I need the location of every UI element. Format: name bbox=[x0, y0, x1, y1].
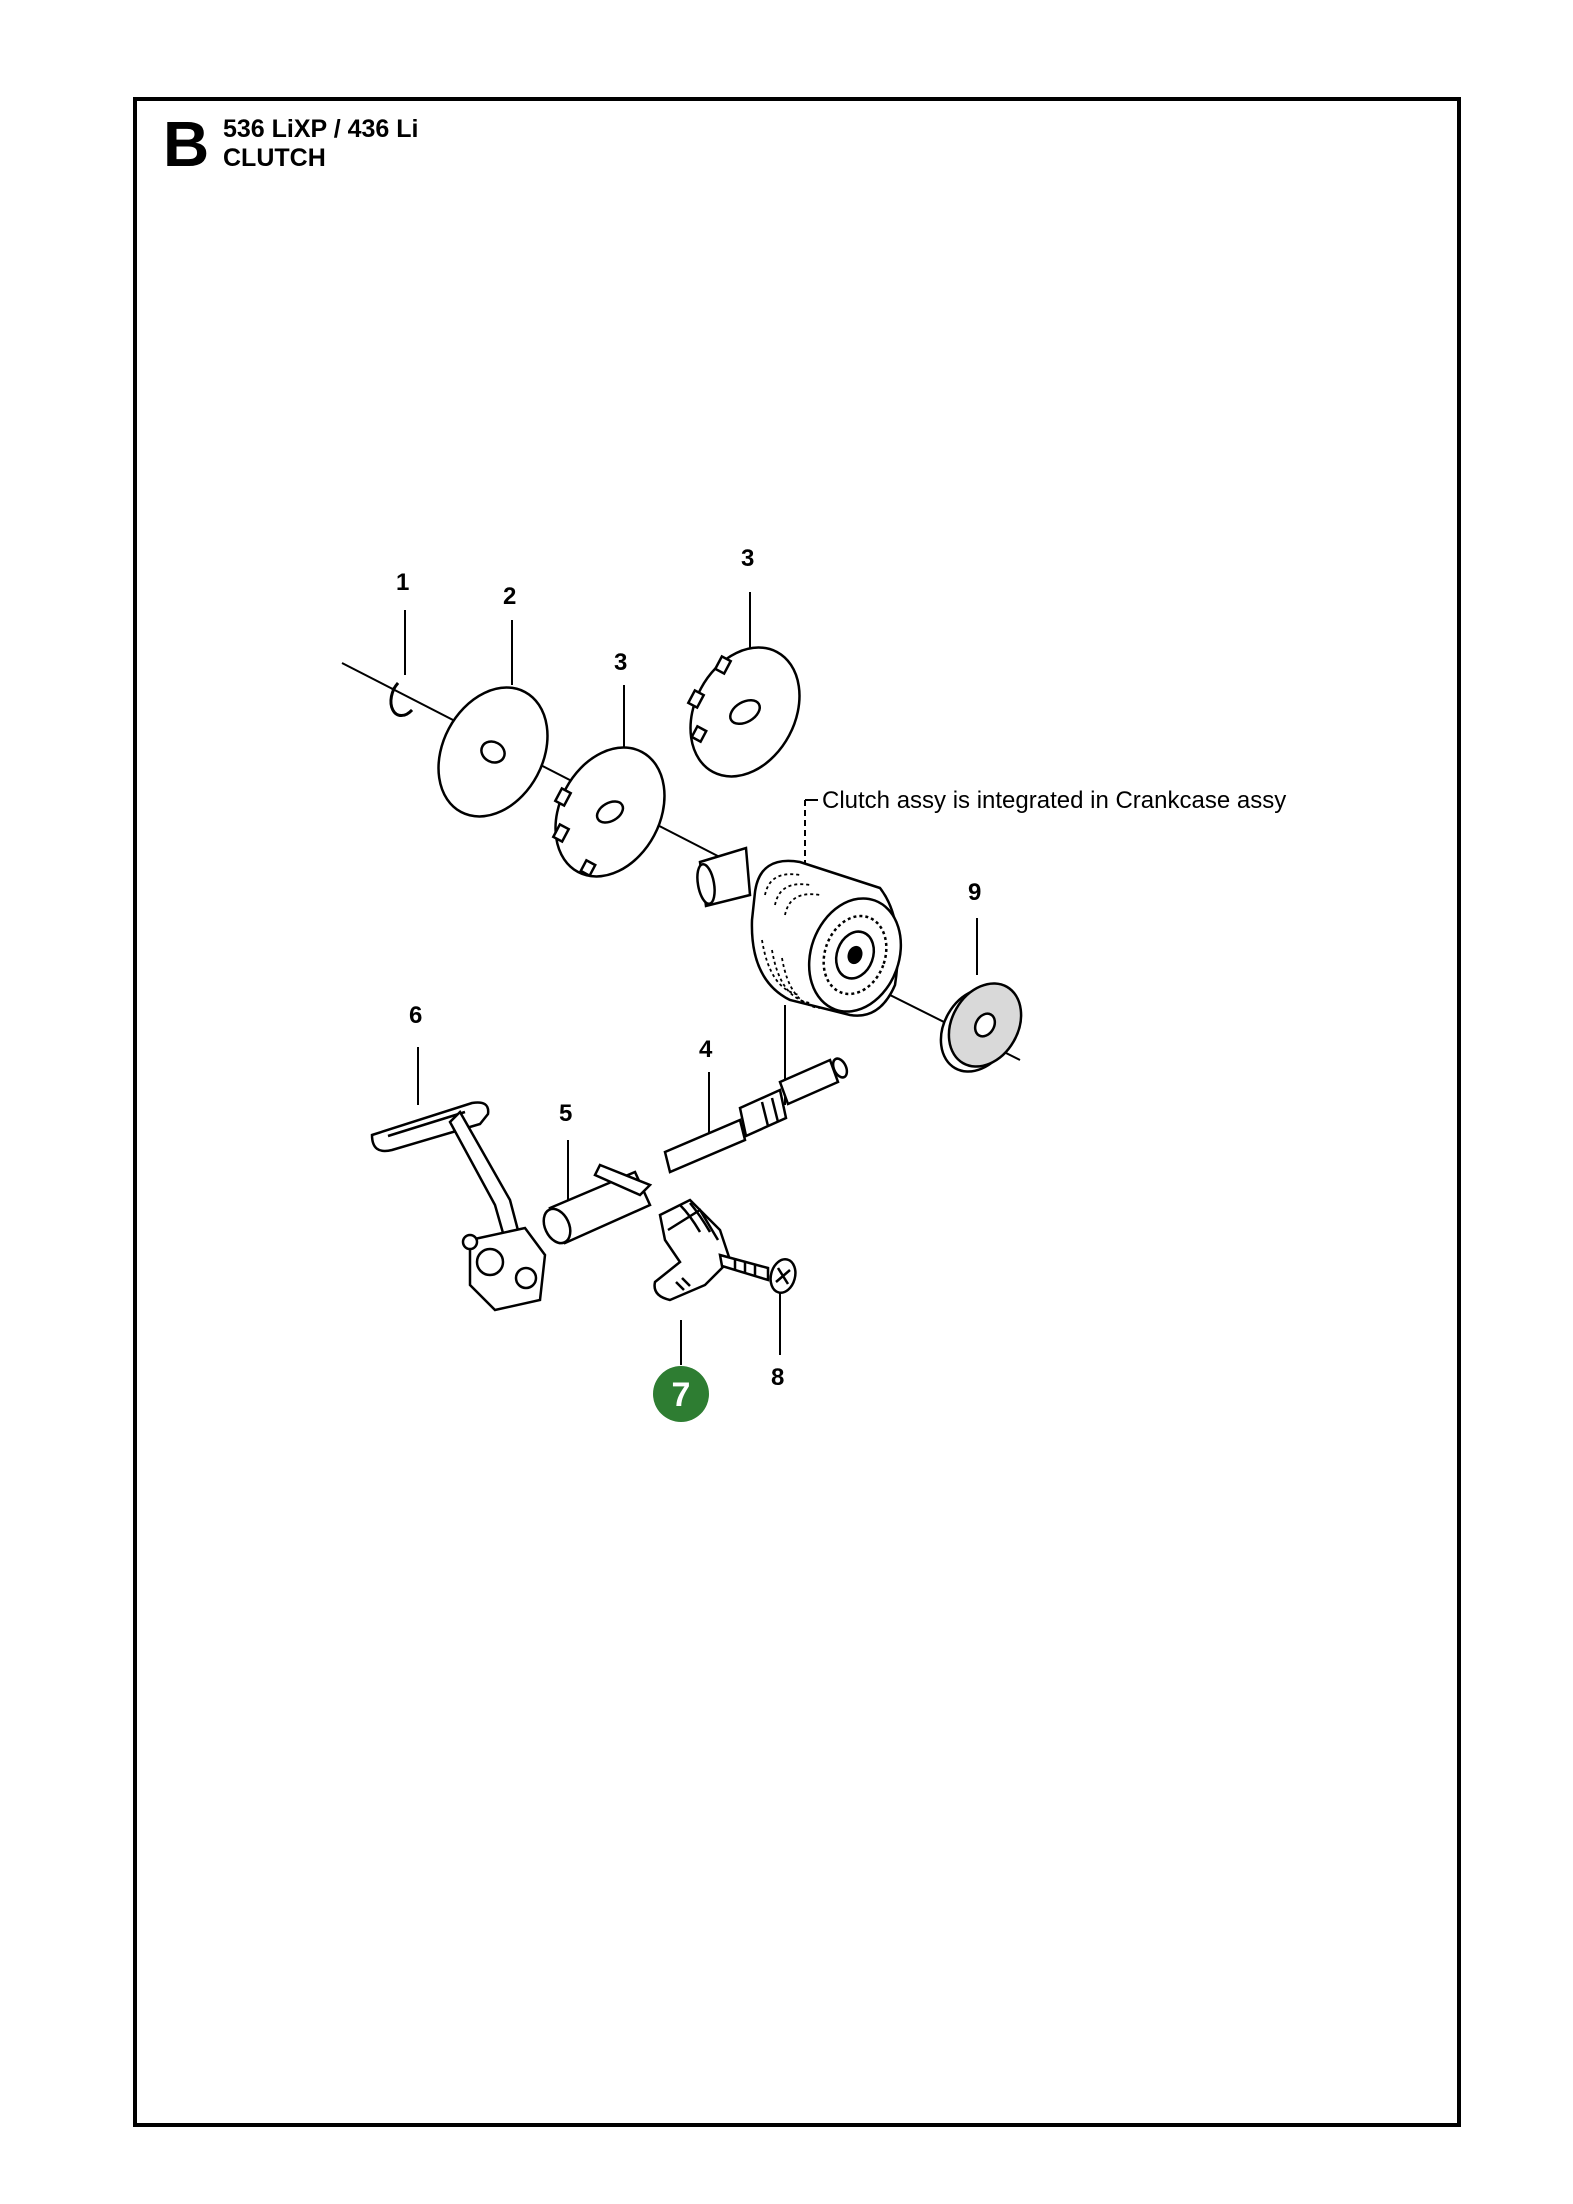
part-clutch-disc-front bbox=[551, 746, 666, 878]
part-clutch-disc-rear bbox=[686, 646, 801, 778]
part-sleeve bbox=[542, 1163, 653, 1245]
part-pawl bbox=[653, 1198, 732, 1302]
callout-8: 8 bbox=[771, 1364, 784, 1391]
page-frame bbox=[133, 97, 1461, 2127]
part-circlip bbox=[389, 681, 414, 718]
section-letter: B bbox=[163, 108, 210, 180]
callout-1: 1 bbox=[396, 569, 409, 596]
page-title: CLUTCH bbox=[223, 144, 326, 172]
part-screw bbox=[718, 1253, 797, 1294]
part-drive-shaft bbox=[663, 1057, 849, 1174]
callout-6: 6 bbox=[409, 1002, 422, 1029]
callout-3a: 3 bbox=[614, 649, 627, 676]
part-bearing-ring bbox=[939, 982, 1023, 1073]
callout-7-badge bbox=[653, 1366, 709, 1422]
model-name: 536 LiXP / 436 Li bbox=[223, 115, 419, 143]
callout-9: 9 bbox=[968, 879, 981, 906]
callout-5: 5 bbox=[559, 1100, 572, 1127]
callout-2: 2 bbox=[503, 583, 516, 610]
main-axis-line bbox=[341, 662, 746, 871]
part-washer bbox=[437, 686, 549, 818]
part-clutch-assy bbox=[696, 846, 903, 1017]
callout-3b: 3 bbox=[741, 545, 754, 572]
clutch-assy-note: Clutch assy is integrated in Crankcase a… bbox=[822, 787, 1286, 814]
callout-4: 4 bbox=[699, 1036, 713, 1063]
part-lever bbox=[370, 1101, 547, 1312]
callout-7: 7 bbox=[672, 1376, 691, 1414]
